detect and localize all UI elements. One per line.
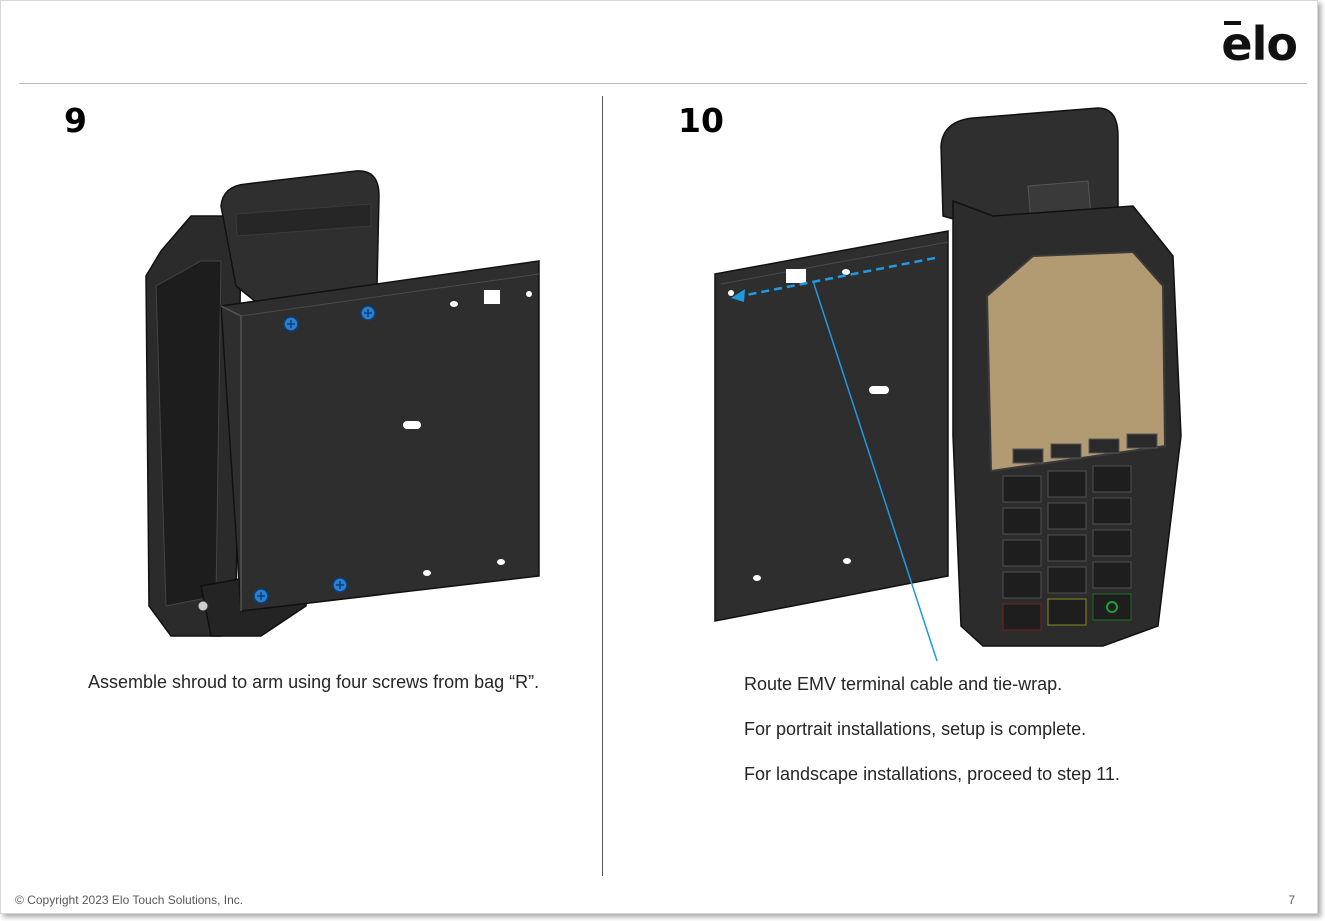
screw-icon xyxy=(253,588,269,604)
shroud-face xyxy=(155,260,222,607)
step-9-caption: Assemble shroud to arm using four screws… xyxy=(88,672,540,692)
step-10-line-3: For landscape installations, proceed to … xyxy=(744,764,1120,784)
screw-icon xyxy=(332,577,348,593)
step-10-caption: Route EMV terminal cable and tie-wrap. F… xyxy=(744,674,1164,785)
step-10-line-2: For portrait installations, setup is com… xyxy=(744,719,1087,739)
step-9-number: 9 xyxy=(64,101,87,140)
shroud-tower xyxy=(220,170,380,307)
screw-icon xyxy=(360,305,376,321)
footer-copyright: © Copyright 2023 Elo Touch Solutions, In… xyxy=(15,893,244,907)
footer-page-number: 7 xyxy=(1288,893,1295,907)
screw-icon xyxy=(283,316,299,332)
arm-plate xyxy=(714,230,949,622)
arm-plate xyxy=(220,260,540,612)
step-10-line-1: Route EMV terminal cable and tie-wrap. xyxy=(744,674,1063,694)
logo-text: elo xyxy=(1221,17,1298,71)
keypad xyxy=(1002,465,1132,599)
dashed-arrow-left xyxy=(740,256,936,298)
terminal-screen xyxy=(985,250,1167,473)
column-divider xyxy=(602,96,603,876)
header-rule xyxy=(19,83,1307,84)
logo-macron xyxy=(1224,21,1242,25)
callout-leader xyxy=(812,280,938,662)
step-10-number: 10 xyxy=(678,101,724,140)
elo-logo: elo xyxy=(1221,21,1298,67)
step-10-illustration xyxy=(714,107,1182,662)
step-9-illustration xyxy=(145,170,540,637)
